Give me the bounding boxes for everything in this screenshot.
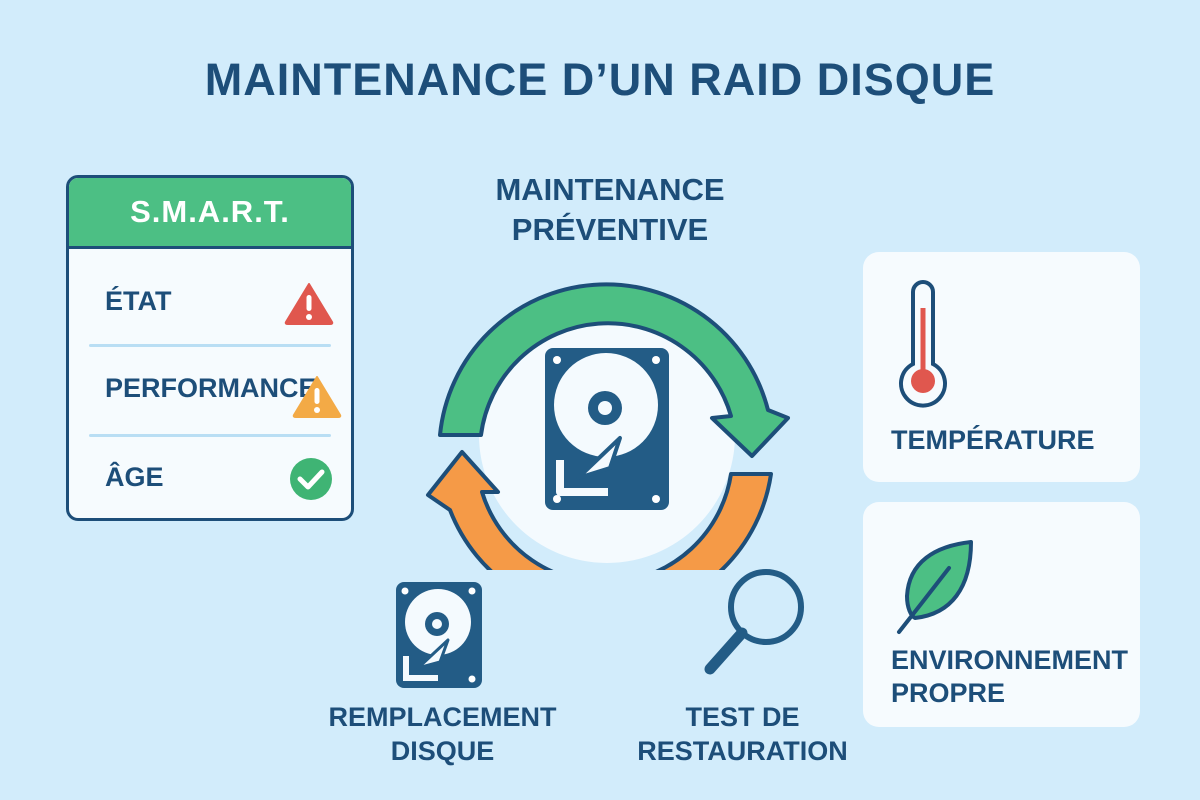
page-title: MAINTENANCE D’UN RAID DISQUE bbox=[204, 54, 996, 105]
label-line: MAINTENANCE bbox=[495, 172, 725, 207]
label-line: TEST DE bbox=[685, 702, 800, 732]
smart-row-age: ÂGE bbox=[69, 448, 351, 508]
smart-row-etat: ÉTAT bbox=[69, 272, 351, 332]
label-line: REMPLACEMENT bbox=[328, 702, 557, 732]
thermometer-icon bbox=[899, 280, 947, 408]
smart-row-label: ÉTAT bbox=[105, 286, 172, 316]
magnifier-icon bbox=[704, 569, 804, 675]
smart-header: S.M.A.R.T. bbox=[69, 178, 351, 249]
divider bbox=[89, 344, 331, 347]
check-circle-icon bbox=[290, 458, 332, 500]
cycle-arrow-top bbox=[438, 282, 790, 458]
maintenance-cycle-diagram bbox=[426, 282, 790, 570]
label-line: ENVIRONNEMENT bbox=[891, 645, 1129, 675]
warning-triangle-icon bbox=[292, 376, 342, 418]
smart-row-label: PERFORMANCE bbox=[105, 373, 317, 403]
cycle-arrow-bottom bbox=[426, 450, 773, 570]
label-line: DISQUE bbox=[390, 736, 495, 766]
label-line: PRÉVENTIVE bbox=[511, 212, 709, 247]
smart-row-performance: PERFORMANCE bbox=[69, 359, 351, 419]
preventive-maintenance-label: MAINTENANCE PRÉVENTIVE bbox=[440, 170, 780, 250]
replacement-label: REMPLACEMENT DISQUE bbox=[320, 700, 565, 768]
leaf-icon bbox=[897, 540, 973, 634]
hard-drive-icon bbox=[396, 582, 482, 688]
hard-drive-icon bbox=[545, 348, 669, 510]
card-label: TEMPÉRATURE bbox=[891, 425, 1095, 455]
smart-panel: S.M.A.R.T. ÉTAT PERFORMANCE ÂGE bbox=[66, 175, 354, 521]
divider bbox=[89, 434, 331, 437]
warning-triangle-icon bbox=[284, 283, 334, 325]
card-label: ENVIRONNEMENT PROPRE bbox=[891, 644, 1128, 710]
restoration-test-label: TEST DE RESTAURATION bbox=[630, 700, 855, 768]
label-line: RESTAURATION bbox=[637, 736, 848, 766]
clean-environment-card: ENVIRONNEMENT PROPRE bbox=[863, 502, 1140, 727]
temperature-card: TEMPÉRATURE bbox=[863, 252, 1140, 482]
label-line: PROPRE bbox=[891, 678, 1006, 708]
smart-row-label: ÂGE bbox=[105, 462, 164, 492]
